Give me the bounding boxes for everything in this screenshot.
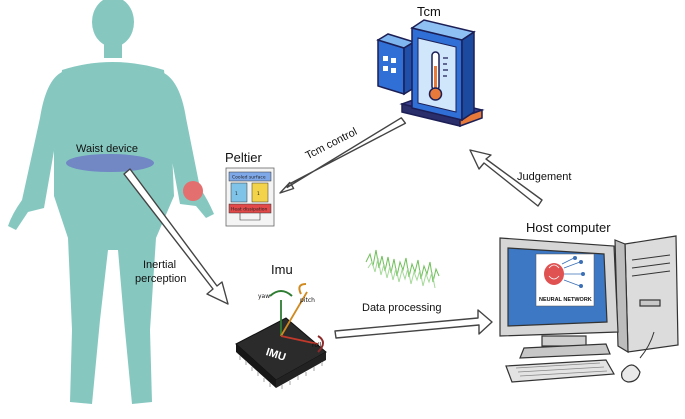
imu-pitch-label: pitch xyxy=(300,297,315,304)
signal-waveform xyxy=(365,249,440,289)
data-processing-arrow xyxy=(334,309,493,339)
peltier-label: Peltier xyxy=(225,150,263,165)
human-body xyxy=(8,0,214,404)
neural-network-icon: NEURAL NETWORK xyxy=(535,253,595,307)
imu-chip-text: IMU xyxy=(264,346,287,364)
waist-device-label: Waist device xyxy=(76,143,138,155)
peltier-heat-dissipation: Heat dissipation xyxy=(231,207,268,213)
thermometer-device-icon xyxy=(376,19,485,128)
inertial-perception-arrow xyxy=(123,168,229,305)
imu-chip: IMU yaw pitch roll xyxy=(235,283,327,389)
imu-label: Imu xyxy=(271,262,293,277)
waist-device-band xyxy=(66,154,154,172)
data-processing-label: Data processing xyxy=(362,302,442,314)
svg-text:1: 1 xyxy=(257,191,260,197)
imu-roll-label: roll xyxy=(312,342,322,349)
tcm-control-arrow xyxy=(279,117,407,194)
imu-yaw-label: yaw xyxy=(258,293,270,300)
tcm-control-label: Tcm control xyxy=(304,126,360,162)
host-computer-label: Host computer xyxy=(526,220,611,235)
judgement-arrow xyxy=(469,149,543,207)
peltier-module: Cooled surface 1 1 Heat dissipation xyxy=(225,167,275,227)
inertial-label-line2: perception xyxy=(135,273,186,285)
neural-network-text: NEURAL NETWORK xyxy=(539,297,592,303)
svg-text:1: 1 xyxy=(235,191,238,197)
wrist-sensor-spot xyxy=(183,181,203,201)
peltier-cooled-surface: Cooled surface xyxy=(232,175,266,181)
judgement-label: Judgement xyxy=(517,171,571,183)
inertial-label-line1: Inertial xyxy=(143,259,176,271)
tcm-label: Tcm xyxy=(417,4,441,19)
